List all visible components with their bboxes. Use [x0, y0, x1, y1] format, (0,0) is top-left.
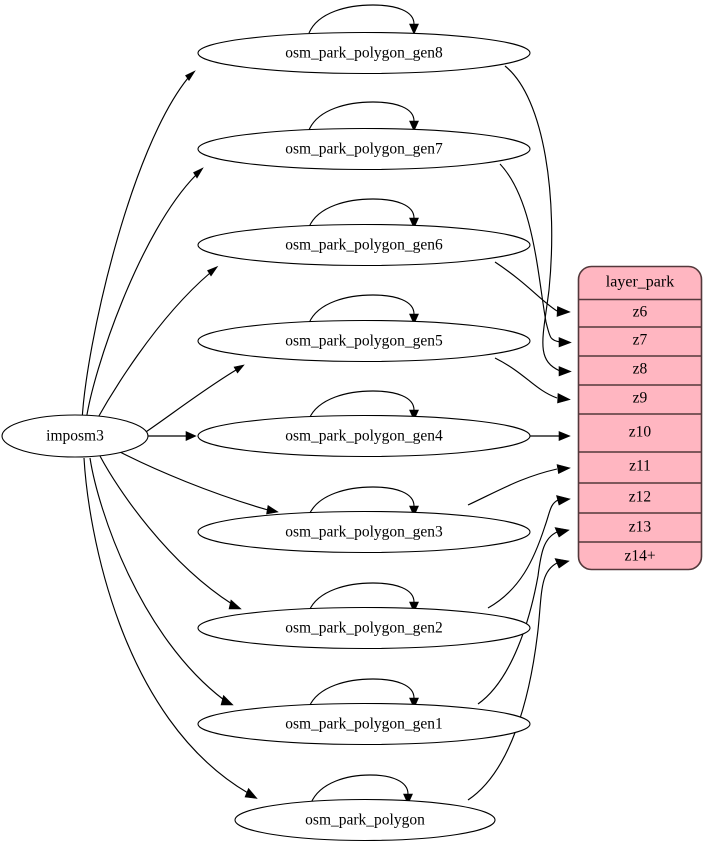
edge-gen7-to-z7: [499, 163, 561, 343]
node-gen1-label: osm_park_polygon_gen1: [285, 716, 443, 733]
arrow-self-loop-gen5: [409, 313, 419, 325]
node-imposm3[interactable]: imposm3: [1, 414, 149, 458]
node-gen2-label: osm_park_polygon_gen2: [285, 620, 443, 637]
layer-park-row-z8[interactable]: z8: [633, 361, 648, 378]
arrow-imposm3-to-gen1: [220, 694, 234, 706]
arrow-imposm3-to-gen6: [207, 265, 219, 277]
node-base-shape[interactable]: [234, 798, 496, 842]
arrow-imposm3-to-gen7: [193, 167, 204, 179]
arrow-self-loop-gen1: [409, 697, 419, 709]
arrow-imposm3-to-gen2: [228, 599, 242, 610]
arrow-self-loop-gen8: [409, 23, 419, 35]
layer-park-row-z10[interactable]: z10: [629, 424, 652, 441]
arrow-self-loop-gen2: [409, 601, 419, 613]
self-loop-gen3: [308, 486, 415, 516]
arrow-gen1-to-z13: [554, 527, 570, 538]
self-loop-gen4: [308, 390, 415, 420]
arrow-gen2-to-z12: [556, 495, 571, 506]
node-gen7-label: osm_park_polygon_gen7: [285, 141, 443, 158]
layer-park-row-z7[interactable]: z7: [633, 332, 648, 349]
arrow-gen6-to-z6: [556, 306, 571, 317]
self-loop-gen7: [308, 101, 415, 131]
arrow-imposm3-to-gen3: [266, 505, 279, 515]
edge-gen5-to-z9: [494, 357, 558, 399]
arrow-gen4-to-z10: [558, 431, 571, 441]
self-loop-gen2: [308, 582, 415, 612]
edge-base-to-z14: [467, 562, 558, 801]
node-gen7-shape[interactable]: [197, 127, 531, 171]
arrow-self-loop-gen7: [409, 120, 419, 132]
node-gen6[interactable]: osm_park_polygon_gen6: [197, 223, 531, 267]
node-gen6-shape[interactable]: [197, 223, 531, 267]
self-loop-base: [310, 774, 409, 804]
node-imposm3-label: imposm3: [46, 428, 104, 445]
arrow-imposm3-to-gen5: [233, 364, 245, 374]
node-gen1[interactable]: osm_park_polygon_gen1: [197, 702, 531, 746]
arrow-imposm3-to-gen8: [185, 70, 196, 82]
node-layer-park-table[interactable]: layer_park z6 z7 z8 z9 z10 z11 z12 z13 z…: [577, 265, 703, 571]
self-loop-group: [308, 4, 419, 805]
arrow-gen5-to-z9: [557, 393, 571, 404]
layer-park-row-z12[interactable]: z12: [629, 489, 651, 506]
node-gen5-label: osm_park_polygon_gen5: [285, 333, 443, 350]
node-gen2-shape[interactable]: [197, 606, 531, 650]
arrow-base-to-z14: [554, 558, 570, 569]
node-gen2[interactable]: osm_park_polygon_gen2: [197, 606, 531, 650]
node-gen1-shape[interactable]: [197, 702, 531, 746]
layer-park-row-z9[interactable]: z9: [633, 390, 648, 407]
arrow-gen7-to-z7: [558, 337, 572, 348]
layer-park-row-z13[interactable]: z13: [629, 519, 652, 536]
node-gen4-label: osm_park_polygon_gen4: [285, 428, 443, 445]
node-gen3-shape[interactable]: [197, 510, 531, 554]
node-gen7[interactable]: osm_park_polygon_gen7: [197, 127, 531, 171]
edge-group-imposm3-fanout: [81, 70, 279, 799]
arrow-self-loop-gen4: [409, 409, 419, 421]
node-gen5-shape[interactable]: [197, 319, 531, 363]
edge-imposm3-to-gen3: [119, 451, 269, 511]
node-gen4[interactable]: osm_park_polygon_gen4: [197, 414, 531, 458]
arrow-self-loop-base: [403, 793, 413, 805]
arrow-self-loop-gen6: [409, 217, 419, 229]
node-gen6-label: osm_park_polygon_gen6: [285, 237, 443, 254]
edge-imposm3-to-gen1: [89, 457, 225, 701]
edge-gen6-to-z6: [494, 261, 558, 312]
edge-imposm3-to-base: [83, 457, 249, 794]
self-loop-gen5: [308, 294, 415, 324]
edge-gen3-to-z11: [467, 468, 558, 506]
layer-park-table-body[interactable]: [577, 265, 703, 571]
node-base-label: osm_park_polygon: [305, 812, 425, 829]
self-loop-gen1: [308, 678, 415, 708]
arrow-gen3-to-z11: [556, 464, 571, 474]
self-loop-gen6: [308, 198, 415, 228]
self-loop-gen8: [308, 4, 415, 34]
edge-imposm3-to-gen2: [99, 455, 233, 605]
node-gen4-shape[interactable]: [197, 414, 531, 458]
layer-park-row-z6[interactable]: z6: [633, 304, 648, 321]
edge-gen2-to-z12: [487, 499, 559, 609]
node-gen8[interactable]: osm_park_polygon_gen8: [197, 31, 531, 75]
arrow-imposm3-to-base: [244, 787, 258, 799]
node-gen8-shape[interactable]: [197, 31, 531, 75]
edge-imposm3-to-gen8: [81, 77, 189, 422]
layer-park-row-z11[interactable]: z11: [629, 458, 651, 475]
arrow-self-loop-gen3: [409, 505, 419, 517]
edge-gen8-to-z8: [504, 65, 561, 372]
edge-imposm3-to-gen6: [95, 272, 211, 422]
node-gen8-label: osm_park_polygon_gen8: [285, 45, 443, 62]
node-base[interactable]: osm_park_polygon: [234, 798, 496, 842]
edge-imposm3-to-gen7: [85, 174, 197, 422]
arrow-imposm3-to-gen4: [185, 431, 197, 441]
layer-park-row-z14[interactable]: z14+: [624, 548, 655, 565]
edge-gen1-to-z13: [477, 531, 558, 705]
layer-park-title: layer_park: [606, 274, 674, 291]
edge-group-to-layer-park: [467, 65, 572, 801]
node-imposm3-shape[interactable]: [1, 414, 149, 458]
node-gen3[interactable]: osm_park_polygon_gen3: [197, 510, 531, 554]
node-gen5[interactable]: osm_park_polygon_gen5: [197, 319, 531, 363]
node-gen3-label: osm_park_polygon_gen3: [285, 524, 443, 541]
arrow-gen8-to-z8: [558, 366, 572, 377]
